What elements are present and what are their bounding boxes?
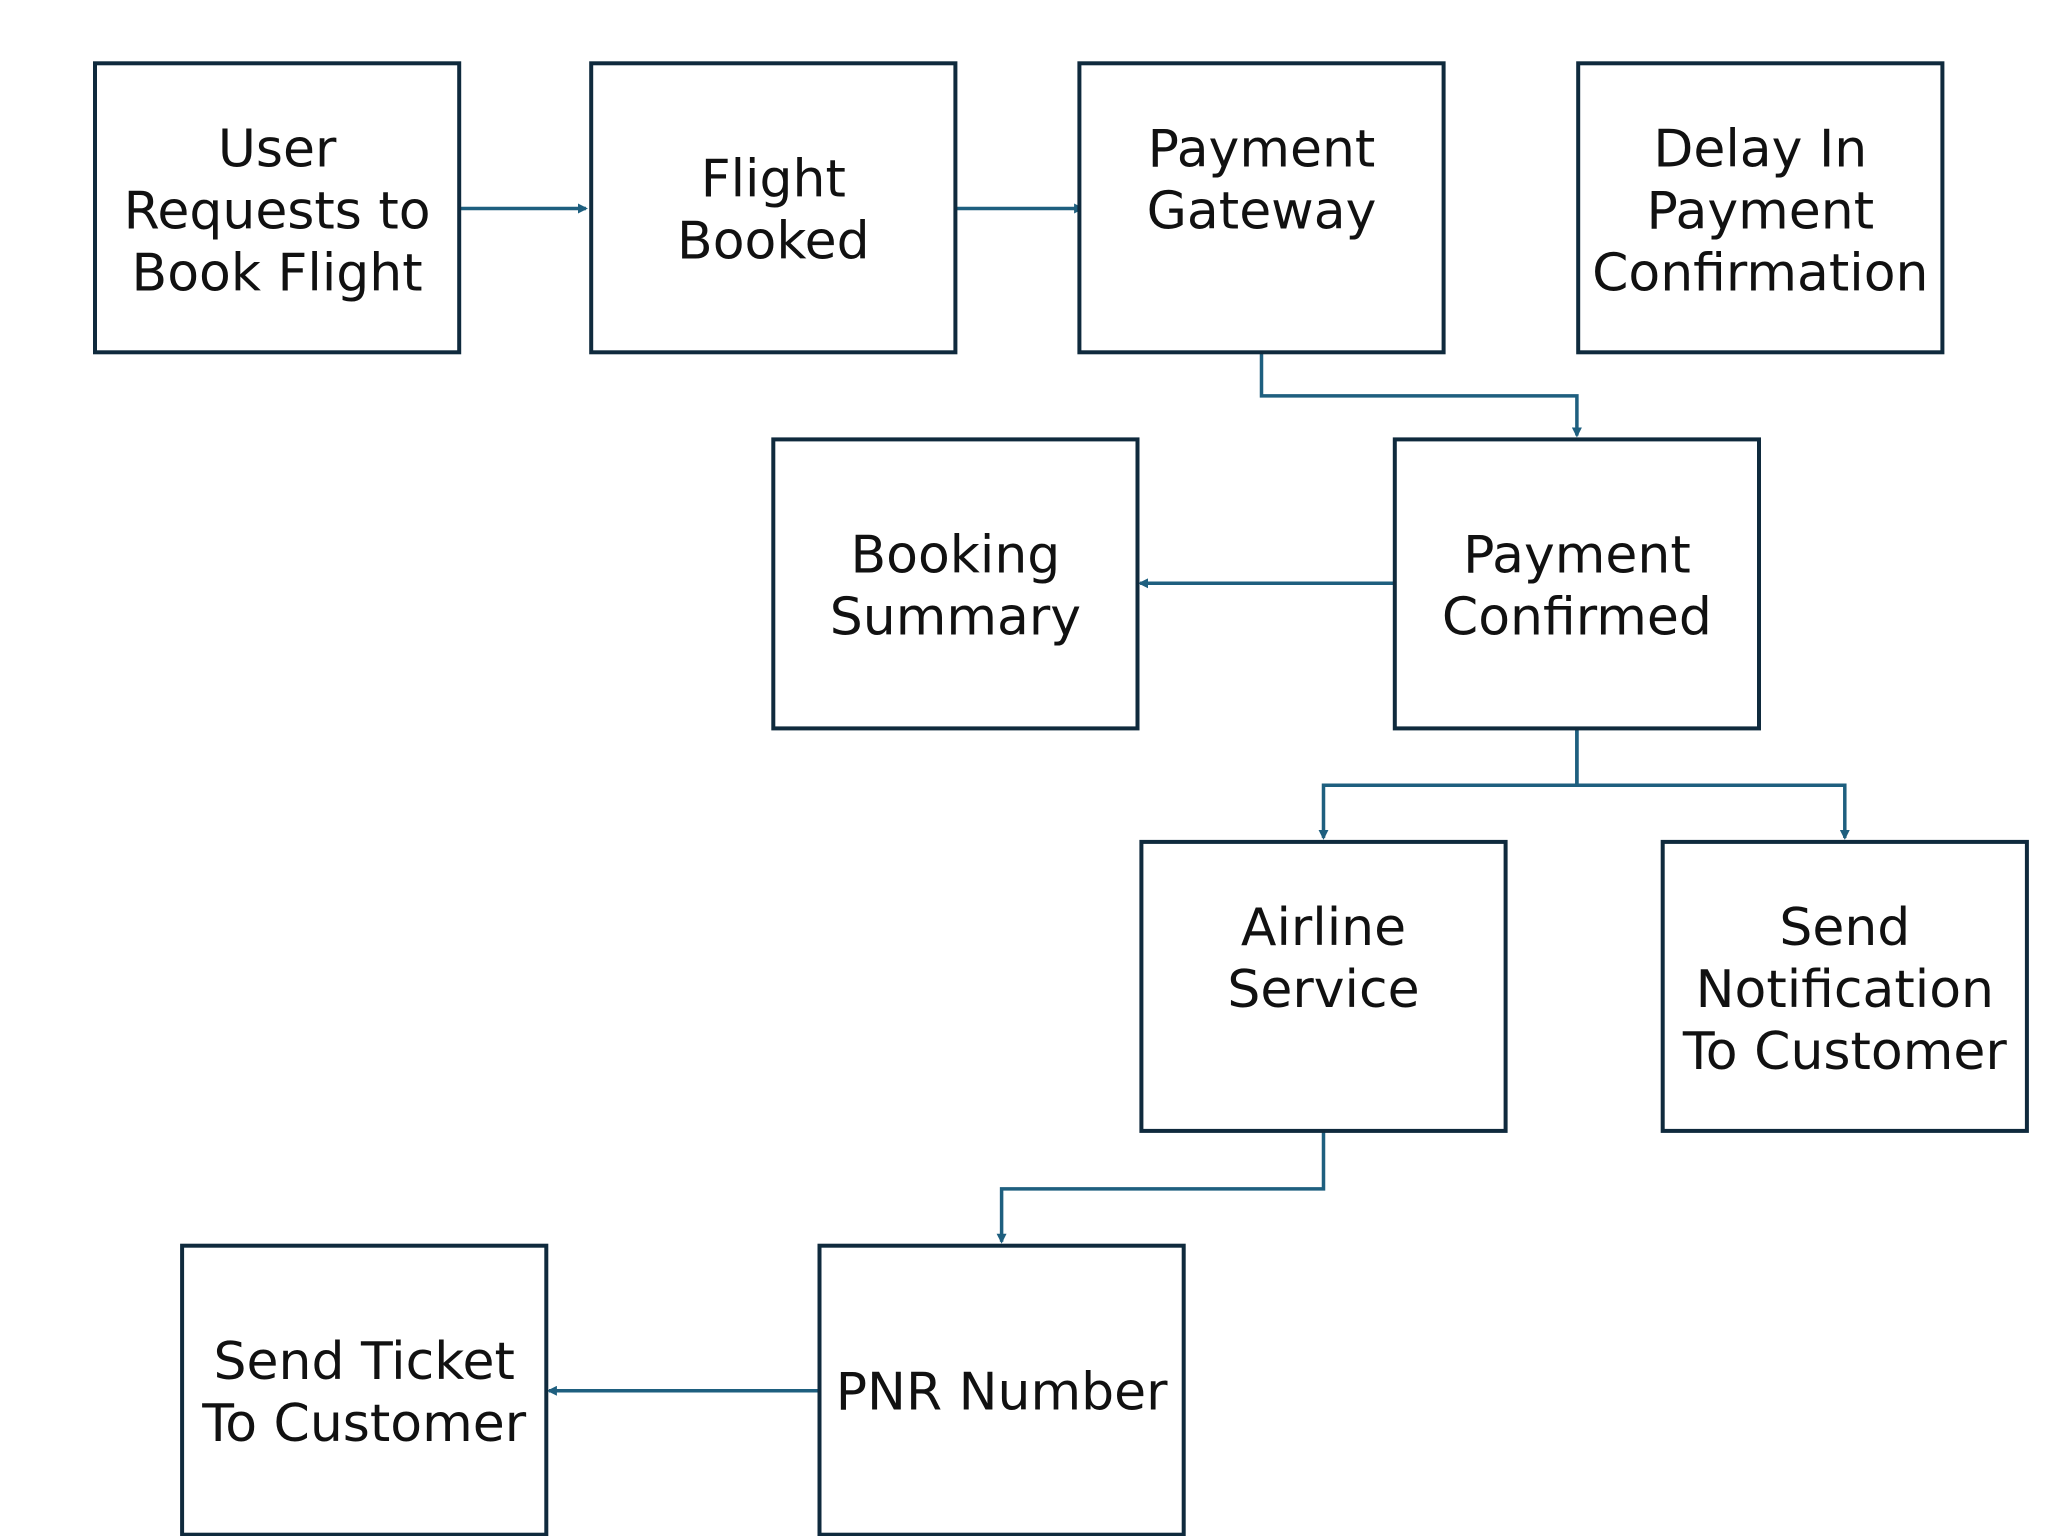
node-box-delay-payment	[1576, 61, 1945, 355]
node-label-delay-payment-line-1: Delay In	[1653, 119, 1867, 179]
node-label-flight-booked-line-2: Booked	[677, 212, 870, 272]
node-label-send-ticket-line-1: Send Ticket	[214, 1332, 515, 1392]
arrow-payment-confirmed-to-send-notification	[1575, 729, 1850, 840]
node-label-payment-gateway-line-1: Payment	[1148, 119, 1376, 179]
node-box-user-request	[93, 61, 462, 355]
node-label-send-notification-line-3: To Customer	[1682, 1022, 2007, 1082]
node-label-user-request-line-3: Book Flight	[132, 243, 423, 303]
node-label-send-ticket-line-2: To Customer	[201, 1394, 526, 1454]
node-label-payment-confirmed-line-2: Confirmed	[1442, 588, 1712, 648]
arrow-payment-confirmed-to-airline-service	[1318, 729, 1579, 840]
node-label-send-notification-line-2: Notification	[1696, 960, 1994, 1020]
arrow-airline-service-to-pnr-number	[996, 1132, 1326, 1244]
connectors	[460, 203, 1850, 1396]
node-box-flight-booked	[589, 61, 958, 355]
node-label-send-notification-line-1: Send	[1779, 898, 1910, 958]
node-pnr-number: PNR Number	[817, 1243, 1186, 1536]
node-box-send-notification	[1660, 839, 2029, 1133]
node-label-airline-service-line-2: Service	[1227, 960, 1419, 1020]
node-label-pnr-number-line-1: PNR Number	[836, 1362, 1168, 1422]
node-label-booking-summary-line-2: Summary	[830, 588, 1081, 648]
node-box-booking-summary	[771, 437, 1140, 731]
node-box-payment-confirmed	[1392, 437, 1762, 731]
node-box-pnr-number	[817, 1243, 1186, 1536]
node-label-payment-confirmed-line-1: Payment	[1463, 526, 1691, 586]
node-label-user-request-line-1: User	[218, 119, 337, 179]
arrow-payment-gateway-to-payment-confirmed	[1259, 353, 1582, 438]
node-box-payment-gateway	[1077, 61, 1446, 355]
node-label-delay-payment-line-3: Confirmation	[1592, 243, 1928, 303]
node-box-airline-service	[1139, 839, 1508, 1133]
node-box-send-ticket	[180, 1243, 549, 1536]
node-label-booking-summary-line-1: Booking	[850, 526, 1060, 586]
node-label-flight-booked-line-1: Flight	[701, 150, 846, 210]
node-label-delay-payment-line-2: Payment	[1646, 181, 1874, 241]
node-label-payment-gateway-line-2: Gateway	[1147, 181, 1377, 241]
node-label-user-request-line-2: Requests to	[124, 181, 431, 241]
node-label-airline-service-line-1: Airline	[1241, 898, 1406, 958]
